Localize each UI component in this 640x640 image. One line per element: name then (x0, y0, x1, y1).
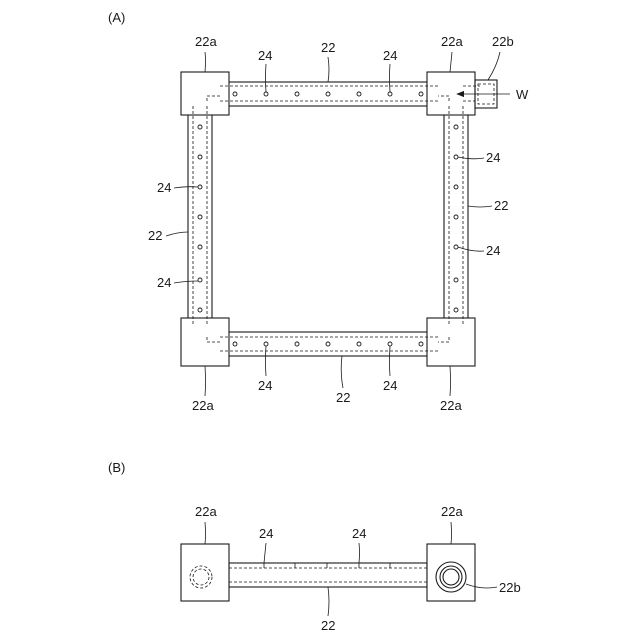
figure-a: (A) (108, 10, 529, 413)
figure-a-label: (A) (108, 10, 125, 25)
ref-24-top-1: 24 (258, 48, 272, 63)
ref-22b-top: 22b (492, 34, 514, 49)
header-bottom-right (427, 318, 475, 366)
ref-22-left: 22 (148, 228, 162, 243)
ref-22b-side: 22b (499, 580, 521, 595)
figure-b-label: (B) (108, 460, 125, 475)
header-bottom-left (181, 318, 229, 366)
ref-24-bottom-1: 24 (258, 378, 272, 393)
nozzle-holes-left (198, 125, 202, 312)
ref-22-top: 22 (321, 40, 335, 55)
nozzle-holes-right (454, 125, 458, 312)
ref-22a-top-right: 22a (441, 34, 463, 49)
ref-22-side: 22 (321, 618, 335, 633)
ref-22a-top-left: 22a (195, 34, 217, 49)
ref-24-right-2: 24 (486, 243, 500, 258)
ref-22a-side-left: 22a (195, 504, 217, 519)
ref-22-bottom: 22 (336, 390, 350, 405)
nozzle-holes-top (233, 92, 423, 96)
internal-channel (193, 86, 480, 351)
side-nozzle-marks (264, 563, 390, 568)
ref-22a-bottom-left: 22a (192, 398, 214, 413)
ref-24-right-1: 24 (486, 150, 500, 165)
ref-22-right: 22 (494, 198, 508, 213)
header-top-left (181, 72, 229, 115)
side-pipe (229, 563, 427, 587)
nozzle-holes-bottom (233, 342, 423, 346)
figure-b: (B) 22a 24 24 22a 22b 22 (108, 460, 521, 633)
header-top-right (427, 72, 475, 115)
flow-label: W (516, 87, 529, 102)
ref-22a-side-right: 22a (441, 504, 463, 519)
ref-24-bottom-2: 24 (383, 378, 397, 393)
ref-24-left-2: 24 (157, 275, 171, 290)
ref-24-top-2: 24 (383, 48, 397, 63)
ref-24-left-1: 24 (157, 180, 171, 195)
side-header-left (181, 544, 229, 601)
ref-22a-bottom-right: 22a (440, 398, 462, 413)
ref-24-side-1: 24 (259, 526, 273, 541)
ref-24-side-2: 24 (352, 526, 366, 541)
